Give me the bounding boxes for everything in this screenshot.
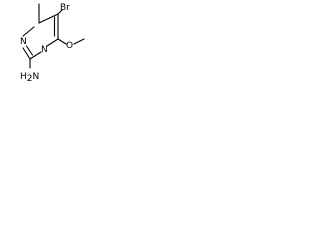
amine-hydrogen-count: 2 bbox=[27, 74, 33, 84]
ring-nitrogen-top-label: N bbox=[20, 37, 27, 47]
bond-o-methyl bbox=[73, 38, 85, 45]
bond-c2-n3 bbox=[22, 47, 31, 60]
amine-hydrogen: H bbox=[20, 72, 27, 82]
bond-c4-c5 bbox=[38, 13, 59, 24]
oxygen-label: O bbox=[66, 41, 73, 51]
molecule-structure-diagram: Br O N N H2N bbox=[20, 3, 85, 84]
pyrimidine-ring bbox=[22, 13, 59, 60]
substituent-bonds bbox=[29, 3, 85, 69]
bromine-label: Br bbox=[60, 3, 70, 13]
bond-c5-br bbox=[57, 9, 63, 15]
amine-nitrogen: N bbox=[33, 72, 40, 82]
bond-n1-c2 bbox=[29, 51, 42, 60]
bond-c6-o bbox=[57, 38, 67, 45]
bond-c6-n1 bbox=[46, 38, 59, 47]
amine-label: H2N bbox=[20, 72, 39, 84]
bond-c2-n3-double bbox=[25, 45, 34, 56]
ring-nitrogen-bottom-label: N bbox=[41, 45, 48, 55]
bond-n3-c4 bbox=[22, 26, 35, 37]
